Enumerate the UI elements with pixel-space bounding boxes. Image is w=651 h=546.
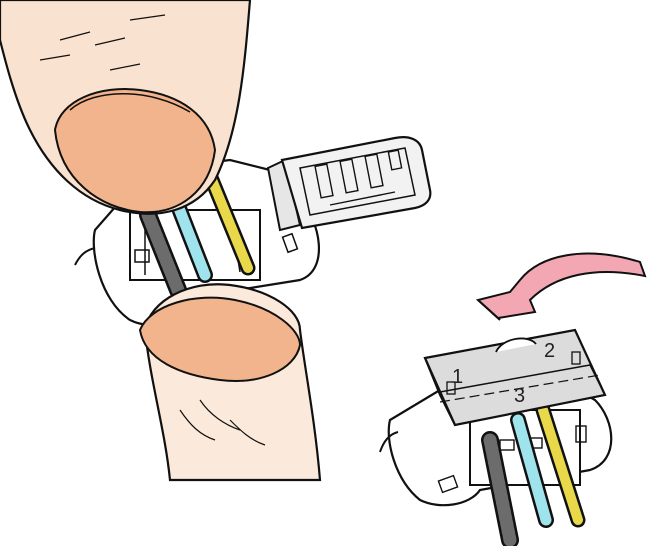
label-2: 2 bbox=[544, 340, 555, 362]
right-connector bbox=[380, 330, 611, 540]
label-3: 3 bbox=[514, 385, 525, 407]
label-1: 1 bbox=[452, 366, 463, 388]
thumb-bottom bbox=[140, 284, 320, 480]
thumb-top bbox=[0, 0, 250, 214]
curved-arrow bbox=[478, 254, 645, 320]
